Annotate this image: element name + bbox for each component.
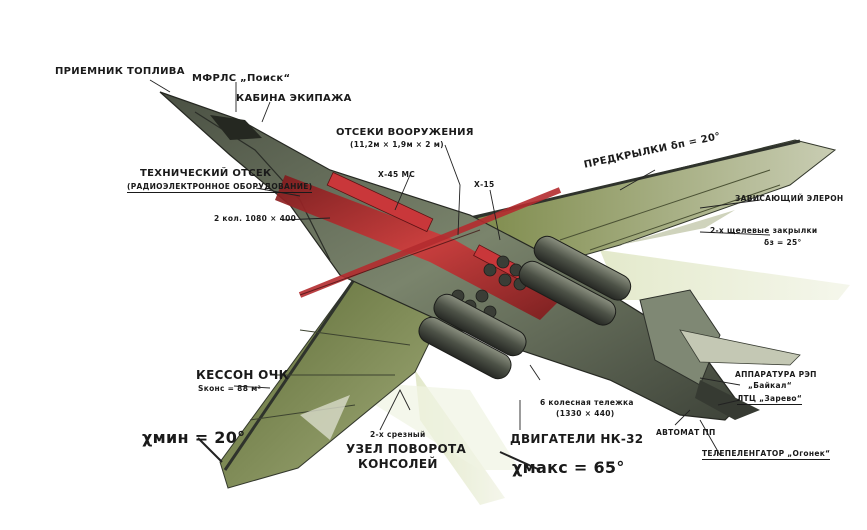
- label-engines: ДВИГАТЕЛИ НК-32: [510, 432, 644, 446]
- label-tv-sight: ТЕЛЕПЕЛЕНГАТОР „Огонек“: [702, 449, 831, 460]
- label-autopilot: АВТОМАТ ПП: [656, 428, 716, 437]
- label-flaps: 2-х щелевые закрылки: [710, 226, 818, 235]
- label-kesson-area: Sконс = 88 м²: [198, 384, 262, 393]
- label-x-min: χмин = 20°: [142, 428, 246, 447]
- leader-lines: [149, 79, 771, 471]
- label-kesson: КЕССОН ОЧК: [196, 368, 289, 382]
- label-tech-bay-sub: (РАДИОЭЛЕКТРОННОЕ ОБОРУДОВАНИЕ): [127, 182, 313, 193]
- label-pivot-2: КОНСОЛЕЙ: [358, 457, 438, 471]
- label-pivot-title: 2-х срезный: [370, 430, 426, 439]
- label-pivot-1: УЗЕЛ ПОВОРОТА: [346, 442, 467, 456]
- label-rep-equipment: АППАРАТУРА РЭП: [735, 370, 817, 379]
- label-bogie: 6 колесная тележка: [540, 398, 634, 407]
- label-weapon-bays: ОТСЕКИ ВООРУЖЕНИЯ: [336, 127, 474, 138]
- label-flaps-angle: δз = 25°: [764, 238, 802, 247]
- label-x-max: χмакс = 65°: [512, 458, 625, 477]
- label-weapon-bays-size: (11,2м × 1,9м × 2 м): [350, 140, 444, 149]
- label-mfrls: МФРЛС „Поиск“: [192, 73, 291, 84]
- label-x45: Х-45 МС: [378, 170, 416, 179]
- wing-shadows: [335, 250, 850, 505]
- label-ltc: ЛТЦ „Зарево“: [737, 394, 803, 405]
- label-flaperon: ЗАВИСАЮЩИЙ ЭЛЕРОН: [735, 194, 844, 203]
- label-x15: Х-15: [474, 180, 495, 189]
- engines-nk32: [418, 235, 632, 380]
- label-rep-name: „Байкал“: [748, 381, 792, 390]
- label-tech-bay: ТЕХНИЧЕСКИЙ ОТСЕК: [140, 168, 272, 179]
- left-wing: [219, 267, 451, 489]
- label-crew-cabin: КАБИНА ЭКИПАЖА: [236, 93, 352, 104]
- label-fuel-receiver: ПРИЕМНИК ТОПЛИВА: [55, 66, 185, 77]
- label-nose-gear: 2 кол. 1080 × 400: [214, 214, 297, 223]
- label-bogie-size: (1330 × 440): [556, 409, 615, 418]
